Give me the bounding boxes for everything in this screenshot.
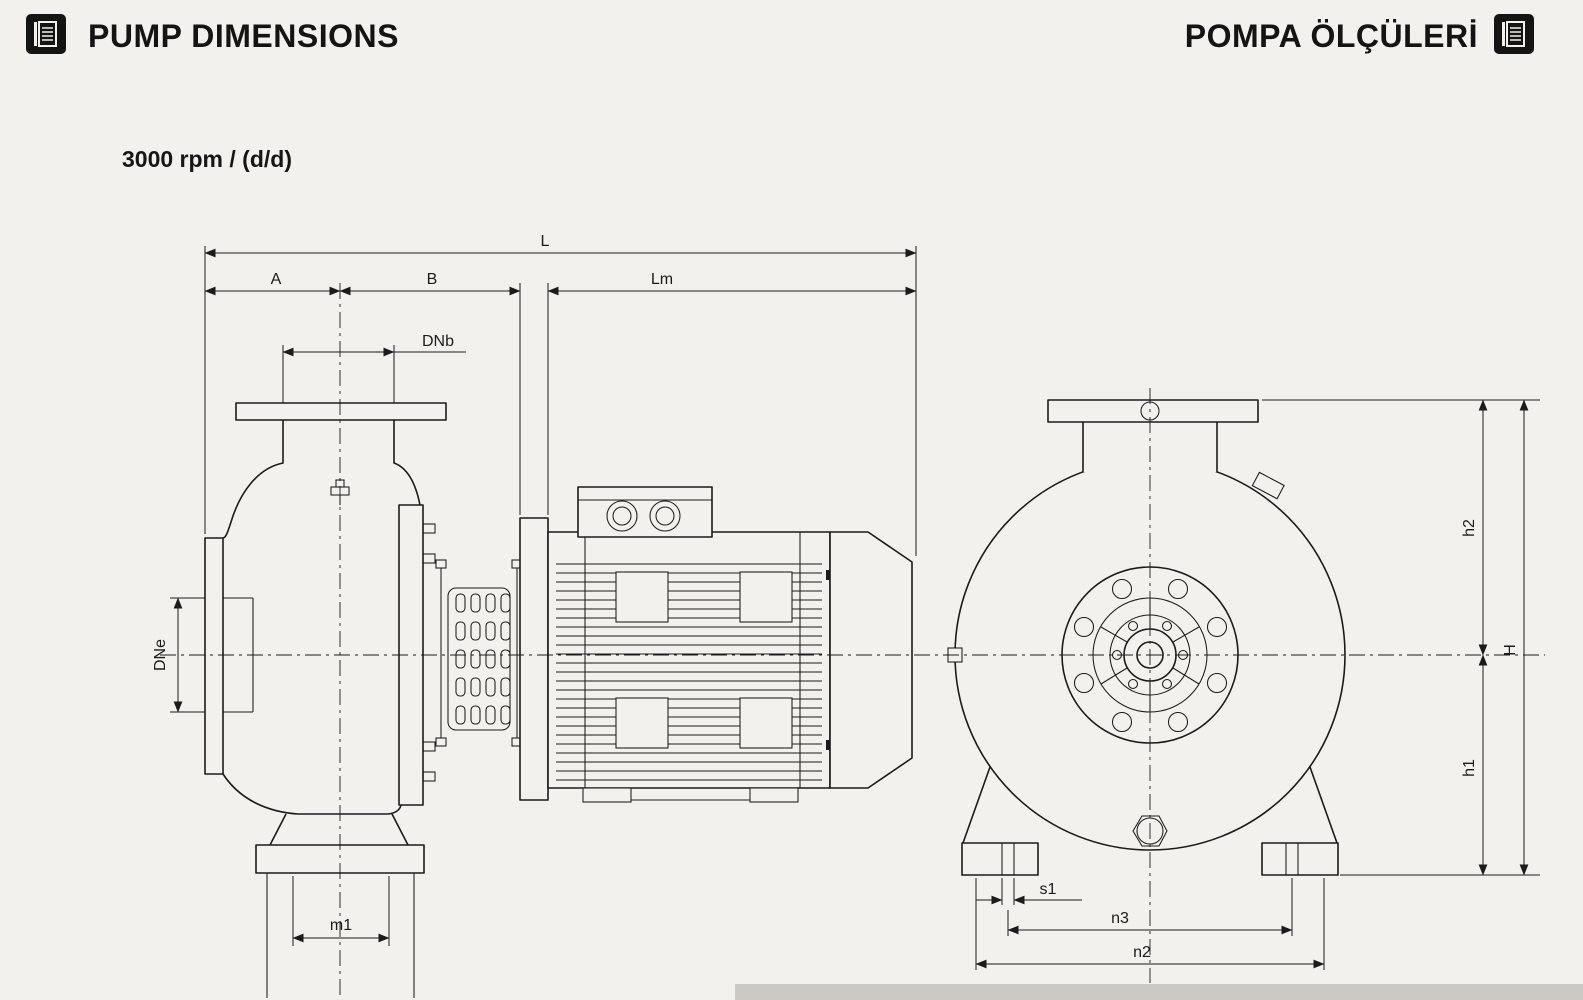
document-icon-right bbox=[1494, 14, 1534, 54]
cable-gland bbox=[606, 500, 638, 532]
motor-boss bbox=[615, 571, 669, 623]
dim-DNe: DNe bbox=[152, 597, 183, 713]
dim-label-m1: m1 bbox=[330, 917, 352, 934]
dim-DNb: DNb bbox=[282, 333, 466, 357]
discharge-flange bbox=[235, 402, 447, 421]
dim-label-h1: h1 bbox=[1461, 759, 1478, 777]
dim-label-H: H bbox=[1502, 644, 1519, 656]
page-title-en: PUMP DIMENSIONS bbox=[88, 18, 399, 54]
guard-slots bbox=[455, 593, 511, 725]
dim-H: H bbox=[1502, 399, 1529, 876]
centerlines bbox=[160, 283, 1545, 995]
motor-feet bbox=[582, 787, 799, 803]
terminal-box bbox=[577, 486, 713, 538]
dim-s1: s1 bbox=[976, 881, 1082, 905]
feet-front bbox=[961, 842, 1339, 876]
dim-label-h2: h2 bbox=[1461, 519, 1478, 537]
dimensions: L A B Lm DNb bbox=[152, 233, 1540, 970]
dim-label-Lm: Lm bbox=[651, 271, 673, 288]
dim-Lm: Lm bbox=[547, 271, 917, 296]
dim-A: A bbox=[204, 271, 341, 296]
motor-boss bbox=[615, 697, 669, 749]
hub-bolts bbox=[1111, 620, 1189, 690]
motor bbox=[547, 486, 913, 803]
dim-B: B bbox=[339, 271, 521, 296]
dim-label-B: B bbox=[427, 271, 438, 288]
dim-label-L: L bbox=[541, 233, 550, 250]
dim-label-s1: s1 bbox=[1040, 881, 1057, 898]
motor-flange bbox=[519, 517, 549, 801]
speed-label: 3000 rpm / (d/d) bbox=[122, 146, 292, 172]
dim-n3: n3 bbox=[1007, 910, 1293, 935]
dim-label-n2: n2 bbox=[1133, 944, 1151, 961]
pump-casing-side bbox=[204, 420, 421, 815]
side-view bbox=[204, 402, 913, 998]
cable-gland bbox=[649, 500, 681, 532]
dim-h1: h1 bbox=[1461, 654, 1488, 876]
front-view bbox=[947, 399, 1346, 876]
fan-cover bbox=[829, 531, 913, 789]
page-title-tr: POMPA ÖLÇÜLERİ bbox=[1184, 18, 1478, 54]
spokes bbox=[1100, 598, 1200, 712]
dim-label-n3: n3 bbox=[1111, 910, 1129, 927]
document-icon-left bbox=[26, 14, 66, 54]
motor-fins bbox=[556, 563, 822, 781]
dim-h2: h2 bbox=[1461, 399, 1488, 656]
dim-label-DNe: DNe bbox=[152, 639, 169, 671]
motor-boss bbox=[739, 697, 793, 749]
bolt-holes bbox=[1073, 578, 1228, 733]
casing-boss-upper-right bbox=[1251, 471, 1285, 500]
pump-casing-front bbox=[947, 399, 1346, 876]
motor-boss bbox=[739, 571, 793, 623]
bottom-band bbox=[735, 984, 1583, 1000]
discharge-flange-front bbox=[1047, 399, 1259, 423]
dim-label-DNb: DNb bbox=[422, 333, 454, 350]
dim-m1: m1 bbox=[292, 917, 390, 943]
dim-n2: n2 bbox=[975, 944, 1325, 969]
suction-flange bbox=[204, 537, 224, 775]
dim-L: L bbox=[204, 233, 917, 258]
dim-label-A: A bbox=[271, 271, 282, 288]
coupling-guard bbox=[435, 559, 523, 747]
